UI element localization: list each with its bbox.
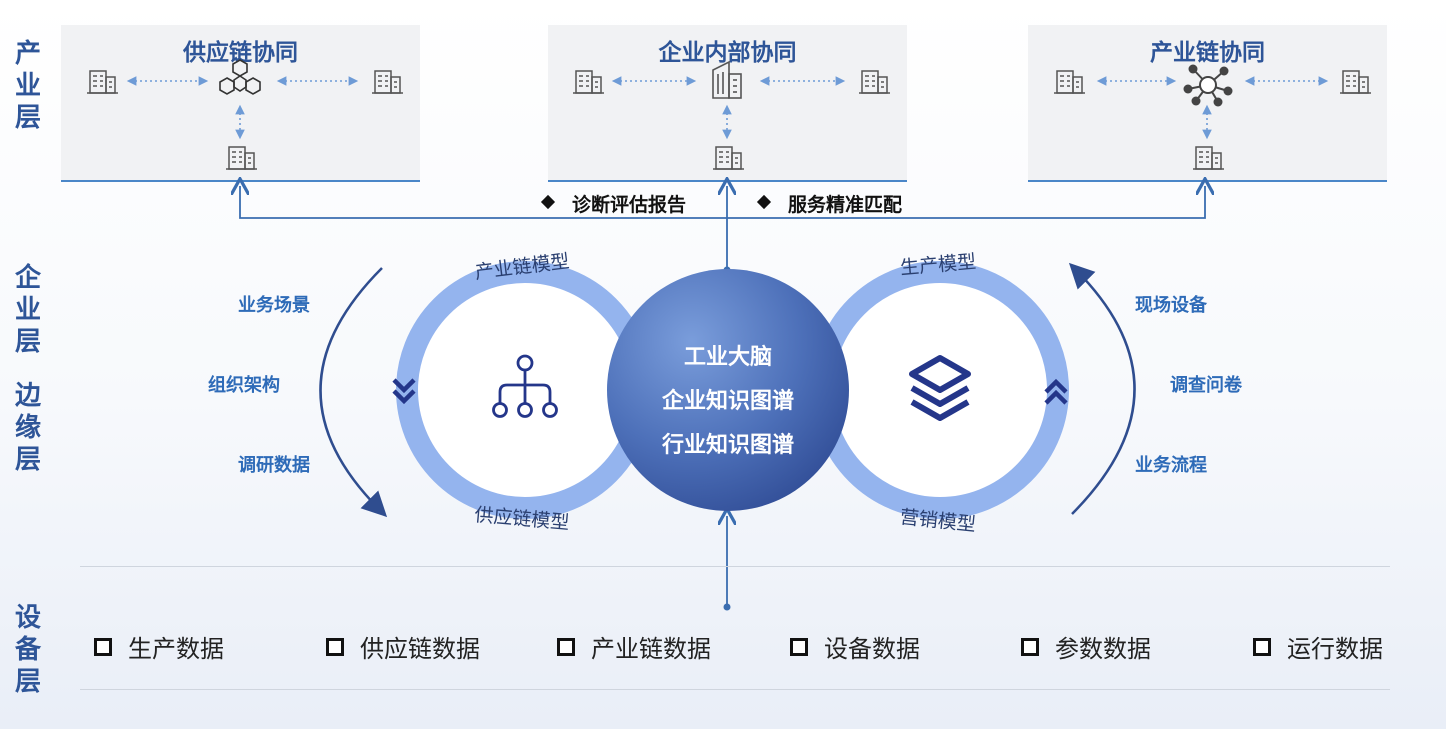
checkbox-icon [1253,637,1271,656]
cubes-icon [219,59,261,95]
checkbox-icon [557,637,575,656]
building-icon [1192,146,1225,170]
checkbox-icon [326,637,344,656]
device-item-label: 参数数据 [1055,635,1151,663]
diagnosis-report-label: 诊断评估报告 [572,194,687,216]
device-item: 产业链数据 [557,629,711,664]
network-hub-icon [1183,64,1233,107]
layer-label-enterprise: 企业层 [14,263,41,357]
core-line-2: 企业知识图谱 [661,389,794,414]
device-item-label: 设备数据 [824,635,920,663]
core-circle [607,269,849,511]
building-icon [86,70,119,94]
device-item: 参数数据 [1021,629,1151,664]
device-item: 生产数据 [94,629,224,664]
supply-chain-collab-title: 供应链协同 [183,40,298,66]
checkbox-icon [1021,637,1039,656]
hierarchy-icon [492,354,558,418]
building-icon [371,70,404,94]
core-title: 工业大脑 [683,345,772,370]
internal-collab-title: 企业内部协同 [658,40,797,66]
supply-chain-collab-box: 供应链协同 [61,25,420,182]
connector-line-left [240,186,727,219]
device-item-label: 产业链数据 [591,635,711,663]
internal-collab-box: 企业内部协同 [548,25,907,182]
device-item: 供应链数据 [326,629,480,664]
core-line-3: 行业知识图谱 [661,433,794,458]
connector-dot [723,603,731,611]
left-side-label: 业务场景 [238,295,310,316]
chevron-down-icon [392,378,416,405]
checkbox-icon [790,637,808,656]
layer-label-industry: 产业层 [14,39,41,133]
diamond-bullet [756,194,772,210]
layer-label-device: 设备层 [14,603,41,697]
device-item: 设备数据 [790,629,920,664]
checkbox-icon [94,637,112,656]
building-icon [712,146,745,170]
building-icon [572,70,605,94]
left-side-label: 组织架构 [208,375,280,396]
left-side-label: 调研数据 [238,455,310,476]
device-item-label: 生产数据 [128,635,224,663]
device-data-row: 生产数据 供应链数据 产业链数据 设备数据 参数数据 运行数据 [80,566,1390,690]
service-match-label: 服务精准匹配 [788,194,903,216]
right-side-label: 调查问卷 [1170,375,1242,396]
tall-building-icon [712,60,742,99]
left-curved-arrow [319,267,388,518]
connector-line-right [727,186,1205,219]
diamond-bullet [540,194,556,210]
building-icon [1339,70,1372,94]
industry-chain-collab-box: 产业链协同 [1028,25,1387,182]
layers-icon [909,355,971,421]
chevron-up-icon [1044,378,1068,405]
building-icon [225,146,258,170]
right-curved-arrow [1068,262,1136,515]
industry-chain-collab-title: 产业链协同 [1150,40,1265,66]
right-side-label: 现场设备 [1135,295,1207,316]
right-side-label: 业务流程 [1135,455,1207,476]
device-item-label: 运行数据 [1287,635,1383,663]
device-item-label: 供应链数据 [360,635,480,663]
device-item: 运行数据 [1253,629,1383,664]
building-icon [1053,70,1086,94]
layer-label-edge: 边缘层 [14,381,41,475]
building-icon [858,70,891,94]
